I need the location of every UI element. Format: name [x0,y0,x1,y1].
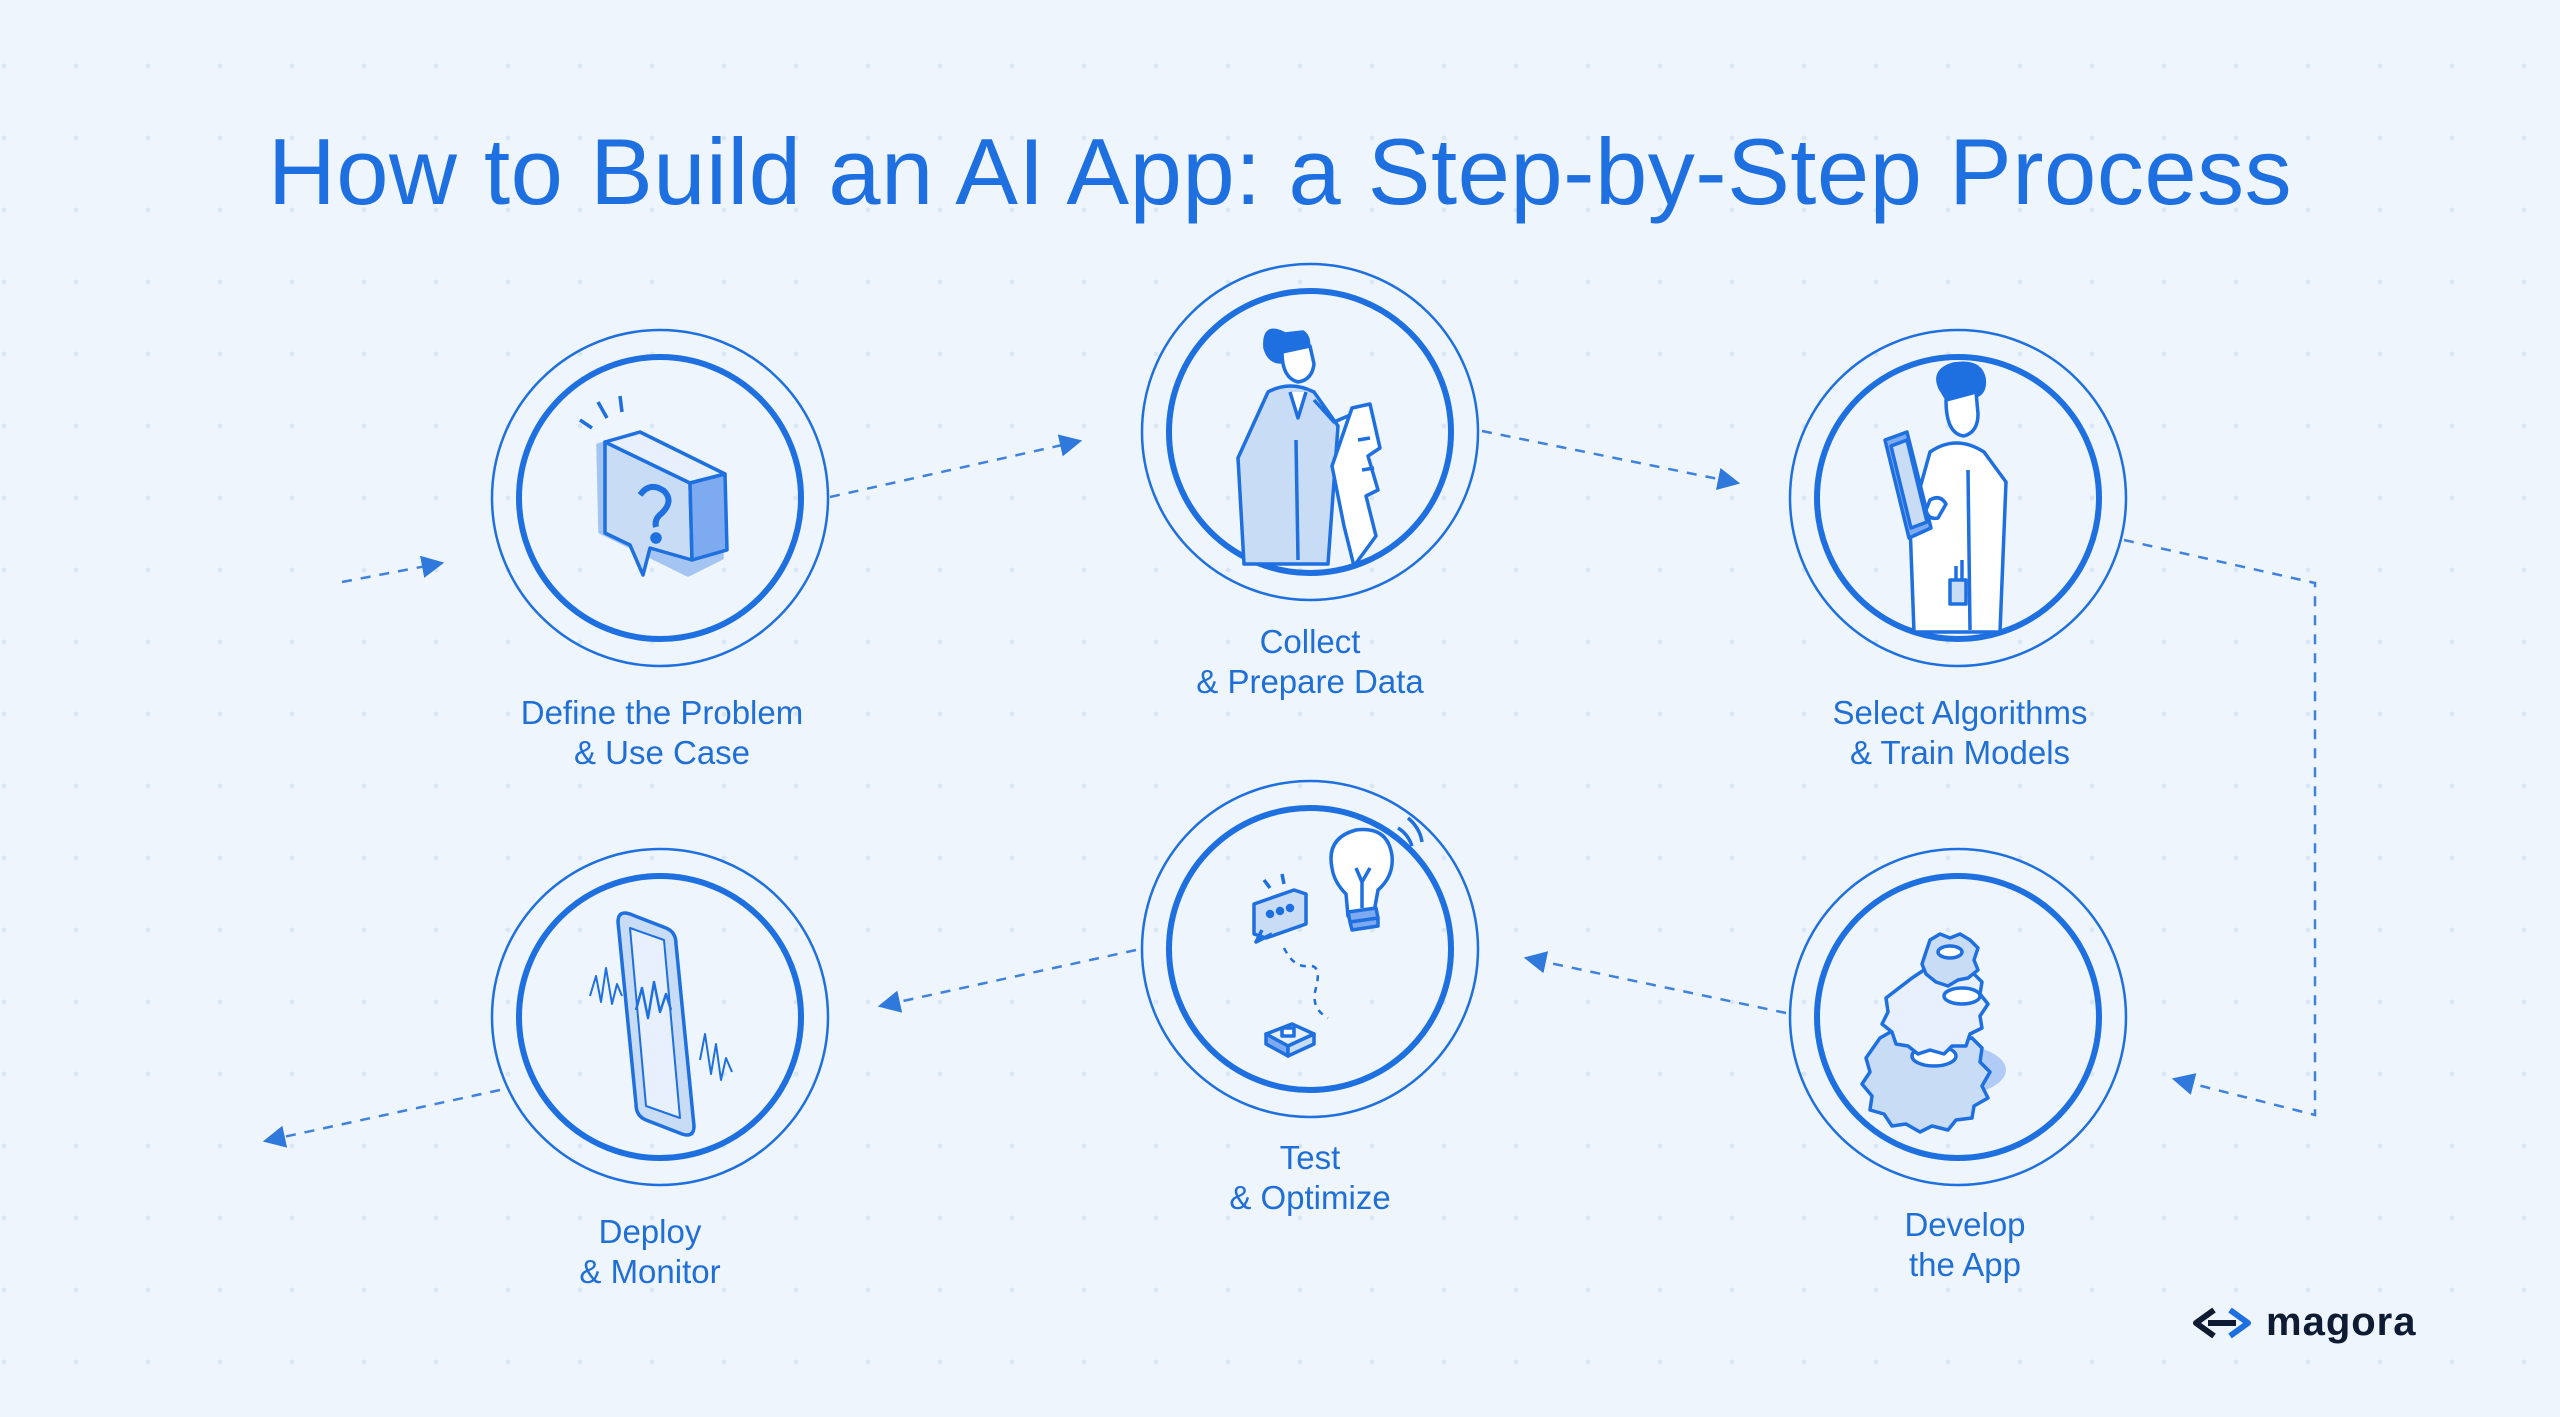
page-title: How to Build an AI App: a Step-by-Step P… [267,119,2293,224]
step-label-collect-data: Collect& Prepare Data [1196,623,1424,700]
person-with-receipt-icon [1236,328,1382,568]
step-ring-1 [490,328,830,668]
smartphone-signal-icon [589,911,733,1137]
step-ring-6 [490,847,830,1187]
magora-logo-icon [2193,1307,2251,1338]
brand-name: magora [2266,1300,2417,1344]
connector-end [262,1088,501,1148]
connector-2-3 [1481,429,1741,490]
step-label-test-optimize: Test& Optimize [1229,1139,1391,1216]
step-label-define-problem: Define the Problem& Use Case [520,694,804,771]
connector-3-4 [2123,538,2317,1117]
connector-4-5 [1523,951,1787,1015]
step-label-select-algorithms: Select Algorithms& Train Models [1832,694,2088,771]
step-ring-5 [1140,779,1480,1119]
step-label-deploy-monitor: Deploy& Monitor [579,1213,721,1290]
connector-start [341,555,445,584]
brand-logo: magora [2192,1300,2417,1345]
question-bubble-icon [579,395,729,577]
connector-5-6 [877,948,1137,1013]
step-ring-2 [1140,262,1480,602]
connector-1-2 [829,434,1083,499]
lightbulb-chip-icon [1252,816,1424,1058]
step-ring-3 [1788,328,2128,668]
scientist-with-tablet-icon [1883,361,2008,634]
gears-icon [1860,932,2006,1134]
step-ring-4 [1788,847,2128,1187]
